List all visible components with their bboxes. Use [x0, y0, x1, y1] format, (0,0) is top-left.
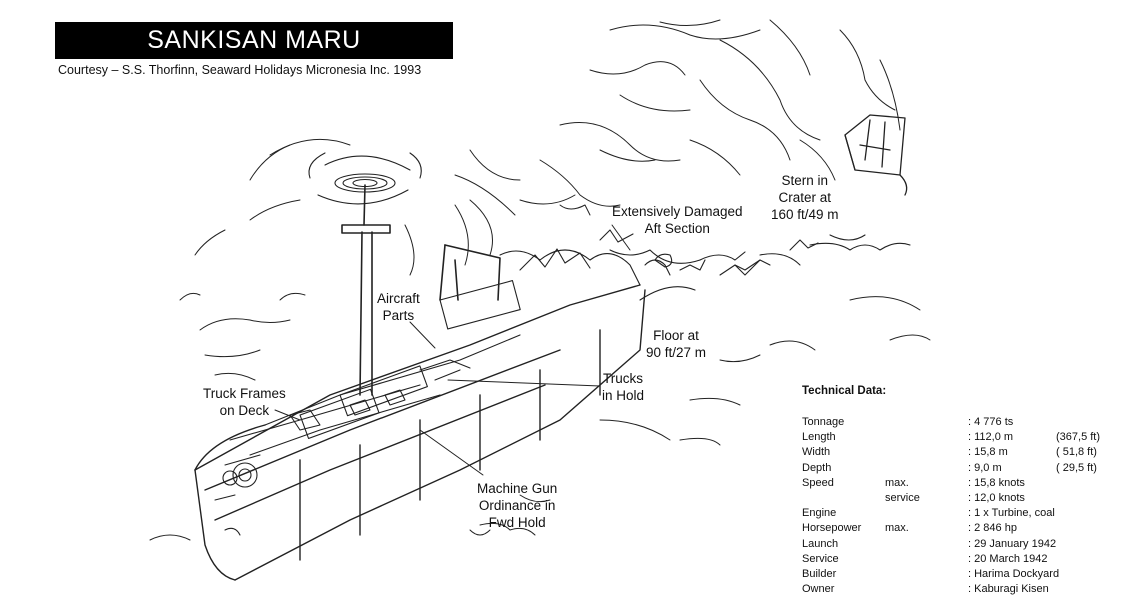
- label-line: Floor at: [653, 328, 699, 343]
- label-aft-section: Extensively Damaged Aft Section: [612, 203, 743, 237]
- tech-row-owner: Owner : Kaburagi Kisen: [802, 582, 1049, 597]
- label-floor-depth: Floor at 90 ft/27 m: [646, 327, 706, 361]
- label-line: Aft Section: [644, 221, 710, 236]
- leader-lines: [274, 224, 631, 476]
- label-stern: Stern in Crater at 160 ft/49 m: [771, 172, 839, 223]
- title-text: SANKISAN MARU: [147, 26, 361, 54]
- tech-row-width: Width : 15,8 m ( 51,8 ft): [802, 445, 1097, 460]
- tech-row-speed-max: Speed max. : 15,8 knots: [802, 476, 1025, 491]
- tech-qualifier: max.: [885, 522, 909, 535]
- tech-label: Engine: [802, 507, 837, 520]
- label-line: Fwd Hold: [488, 515, 546, 530]
- tech-value: : 20 March 1942: [968, 552, 1048, 565]
- tech-row-builder: Builder : Harima Dockyard: [802, 567, 1059, 582]
- tech-qualifier: max.: [885, 476, 909, 489]
- label-line: Stern in: [781, 173, 829, 188]
- tech-row-launch: Launch : 29 January 1942: [802, 537, 1056, 552]
- tech-row-tonnage: Tonnage : 4 776 ts: [802, 415, 1013, 430]
- aft-wreckage: [499, 229, 911, 301]
- tech-label: Width: [802, 446, 831, 459]
- tech-row-service: Service : 20 March 1942: [802, 552, 1048, 567]
- tech-value: : Harima Dockyard: [968, 567, 1060, 580]
- tech-extra: (367,5 ft): [1056, 431, 1101, 444]
- ship-hull: [194, 284, 646, 581]
- label-aircraft-parts: Aircraft Parts: [377, 290, 420, 324]
- tech-label: Launch: [802, 537, 839, 550]
- tech-qualifier: service: [885, 491, 920, 504]
- tech-label: Builder: [802, 567, 837, 580]
- tech-value: : 9,0 m: [968, 461, 1002, 474]
- tech-extra: ( 51,8 ft): [1056, 446, 1097, 459]
- label-line: on Deck: [219, 403, 270, 418]
- tech-value: : Kaburagi Kisen: [968, 583, 1049, 596]
- tech-value: : 112,0 m: [968, 431, 1014, 444]
- title-banner: SANKISAN MARU: [55, 22, 453, 59]
- tech-value: : 12,0 knots: [968, 491, 1025, 504]
- tech-value: : 2 846 hp: [968, 522, 1017, 535]
- tech-row-speed-service: service : 12,0 knots: [802, 491, 1025, 506]
- stern-section: [844, 114, 908, 196]
- label-machine-gun-ordinance: Machine Gun Ordinance in Fwd Hold: [477, 480, 557, 531]
- tech-value: : 4 776 ts: [968, 416, 1014, 428]
- tech-value: : 1 x Turbine, coal: [968, 507, 1055, 520]
- tech-value: : 15,8 knots: [968, 476, 1025, 489]
- tech-extra: ( 29,5 ft): [1056, 461, 1097, 474]
- label-line: Aircraft: [377, 291, 420, 306]
- technical-data-heading: Technical Data:: [802, 385, 887, 397]
- ship-masts: [341, 184, 501, 396]
- label-line: Truck Frames: [203, 386, 286, 401]
- tech-label: Depth: [802, 461, 832, 474]
- tech-row-horsepower: Horsepower max. : 2 846 hp: [802, 521, 1017, 536]
- label-line: 90 ft/27 m: [646, 345, 707, 360]
- tech-value: : 15,8 m: [968, 446, 1008, 459]
- courtesy-caption: Courtesy – S.S. Thorfinn, Seaward Holida…: [58, 63, 422, 77]
- tech-row-engine: Engine : 1 x Turbine, coal: [802, 506, 1055, 521]
- label-line: Parts: [382, 308, 415, 323]
- tech-value: : 29 January 1942: [968, 537, 1057, 550]
- label-line: Extensively Damaged: [612, 204, 743, 219]
- technical-data-panel: Technical Data: Tonnage : 4 776 ts Length…: [802, 385, 1100, 597]
- tech-label: Speed: [802, 476, 834, 489]
- label-line: Machine Gun: [477, 481, 558, 496]
- label-truck-frames: Truck Frames on Deck: [203, 385, 286, 419]
- seabed-lines: [149, 19, 931, 541]
- label-line: in Hold: [602, 388, 645, 403]
- tech-row-length: Length : 112,0 m (367,5 ft): [802, 430, 1100, 445]
- tech-label: Length: [802, 431, 836, 444]
- tech-label: Owner: [802, 583, 835, 596]
- label-trucks-in-hold: Trucks in Hold: [602, 370, 644, 404]
- label-line: Ordinance in: [478, 498, 556, 513]
- tech-label: Service: [802, 552, 839, 565]
- label-line: 160 ft/49 m: [771, 207, 839, 222]
- tech-label: Tonnage: [802, 416, 845, 428]
- mast-ripples: [308, 152, 422, 205]
- tech-row-depth: Depth : 9,0 m ( 29,5 ft): [802, 461, 1097, 476]
- label-line: Trucks: [603, 371, 644, 386]
- tech-label: Horsepower: [802, 522, 862, 535]
- label-line: Crater at: [778, 190, 832, 205]
